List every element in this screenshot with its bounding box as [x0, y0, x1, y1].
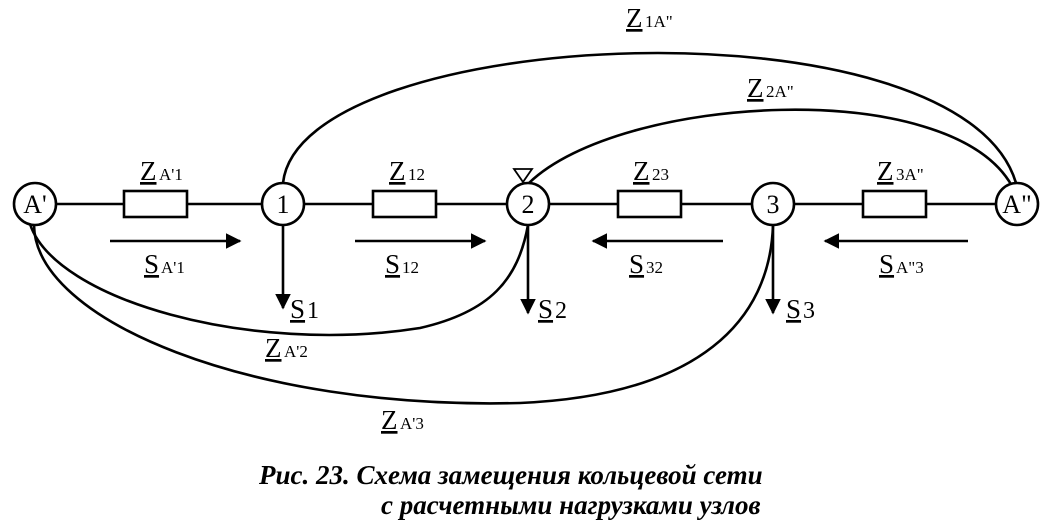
svg-text:1A": 1A": [645, 12, 673, 31]
svg-text:A'1: A'1: [159, 165, 183, 184]
label-z-a2: Z A'2: [265, 333, 308, 363]
svg-text:2A": 2A": [766, 82, 794, 101]
svg-text:S: S: [385, 249, 400, 279]
impedance-3a-box: [861, 189, 928, 219]
impedance-a1-box: [122, 189, 189, 219]
svg-text:12: 12: [408, 165, 425, 184]
svg-text:2: 2: [555, 298, 567, 324]
label-s-a1: S A'1: [144, 249, 185, 279]
reference-triangle: [512, 168, 534, 184]
caption-line-1: Рис. 23. Схема замещения кольцевой сети: [259, 460, 763, 490]
svg-text:A'2: A'2: [284, 342, 308, 361]
caption-line-2: с расчетными нагрузками узлов: [381, 490, 761, 520]
svg-text:Z: Z: [626, 3, 643, 33]
svg-text:Z: Z: [265, 333, 282, 363]
label-s-12: S 12: [385, 249, 419, 279]
label-s-2: S 2: [538, 294, 567, 324]
label-z-2a: Z 2A": [747, 73, 794, 103]
svg-text:S: S: [290, 294, 305, 324]
svg-text:Z: Z: [381, 405, 398, 435]
node-3-label: 3: [767, 190, 780, 219]
label-s-a3: S A"3: [879, 249, 924, 279]
svg-text:Z: Z: [389, 156, 406, 186]
svg-text:23: 23: [652, 165, 669, 184]
arc-z1a: [281, 51, 1018, 184]
label-s-32: S 32: [629, 249, 663, 279]
node-3: 3: [750, 181, 796, 227]
svg-text:1: 1: [307, 298, 319, 324]
svg-text:Z: Z: [140, 156, 157, 186]
label-z-23: Z 23: [633, 156, 669, 186]
svg-text:12: 12: [402, 258, 419, 277]
svg-text:S: S: [538, 294, 553, 324]
svg-text:Z: Z: [747, 73, 764, 103]
svg-text:Z: Z: [633, 156, 650, 186]
node-1: 1: [260, 181, 306, 227]
impedance-23-box: [616, 189, 683, 219]
arc-za3: [32, 224, 775, 405]
label-z-12: Z 12: [389, 156, 425, 186]
svg-text:A'3: A'3: [400, 414, 424, 433]
label-z-a3: Z A'3: [381, 405, 424, 435]
node-2: 2: [505, 181, 551, 227]
arc-z2a: [528, 108, 1014, 187]
svg-text:A'1: A'1: [161, 258, 185, 277]
svg-text:A"3: A"3: [896, 258, 924, 277]
svg-text:Z: Z: [877, 156, 894, 186]
node-a-double-prime-label: A": [1002, 190, 1031, 219]
svg-text:S: S: [629, 249, 644, 279]
svg-text:3: 3: [803, 298, 815, 324]
label-z-a1: Z A'1: [140, 156, 183, 186]
svg-text:S: S: [144, 249, 159, 279]
impedance-12-box: [371, 189, 438, 219]
arc-za2: [28, 223, 530, 337]
node-a-prime-label: A': [23, 190, 46, 219]
node-2-label: 2: [522, 190, 535, 219]
label-z-3a: Z 3A": [877, 156, 924, 186]
svg-text:S: S: [786, 294, 801, 324]
svg-text:3A": 3A": [896, 165, 924, 184]
svg-text:32: 32: [646, 258, 663, 277]
svg-text:S: S: [879, 249, 894, 279]
label-s-3: S 3: [786, 294, 815, 324]
label-s-1: S 1: [290, 294, 319, 324]
label-z-1a: Z 1A": [626, 3, 673, 33]
node-1-label: 1: [277, 190, 290, 219]
node-a-prime: A': [12, 181, 58, 227]
node-a-double-prime: A": [994, 181, 1040, 227]
